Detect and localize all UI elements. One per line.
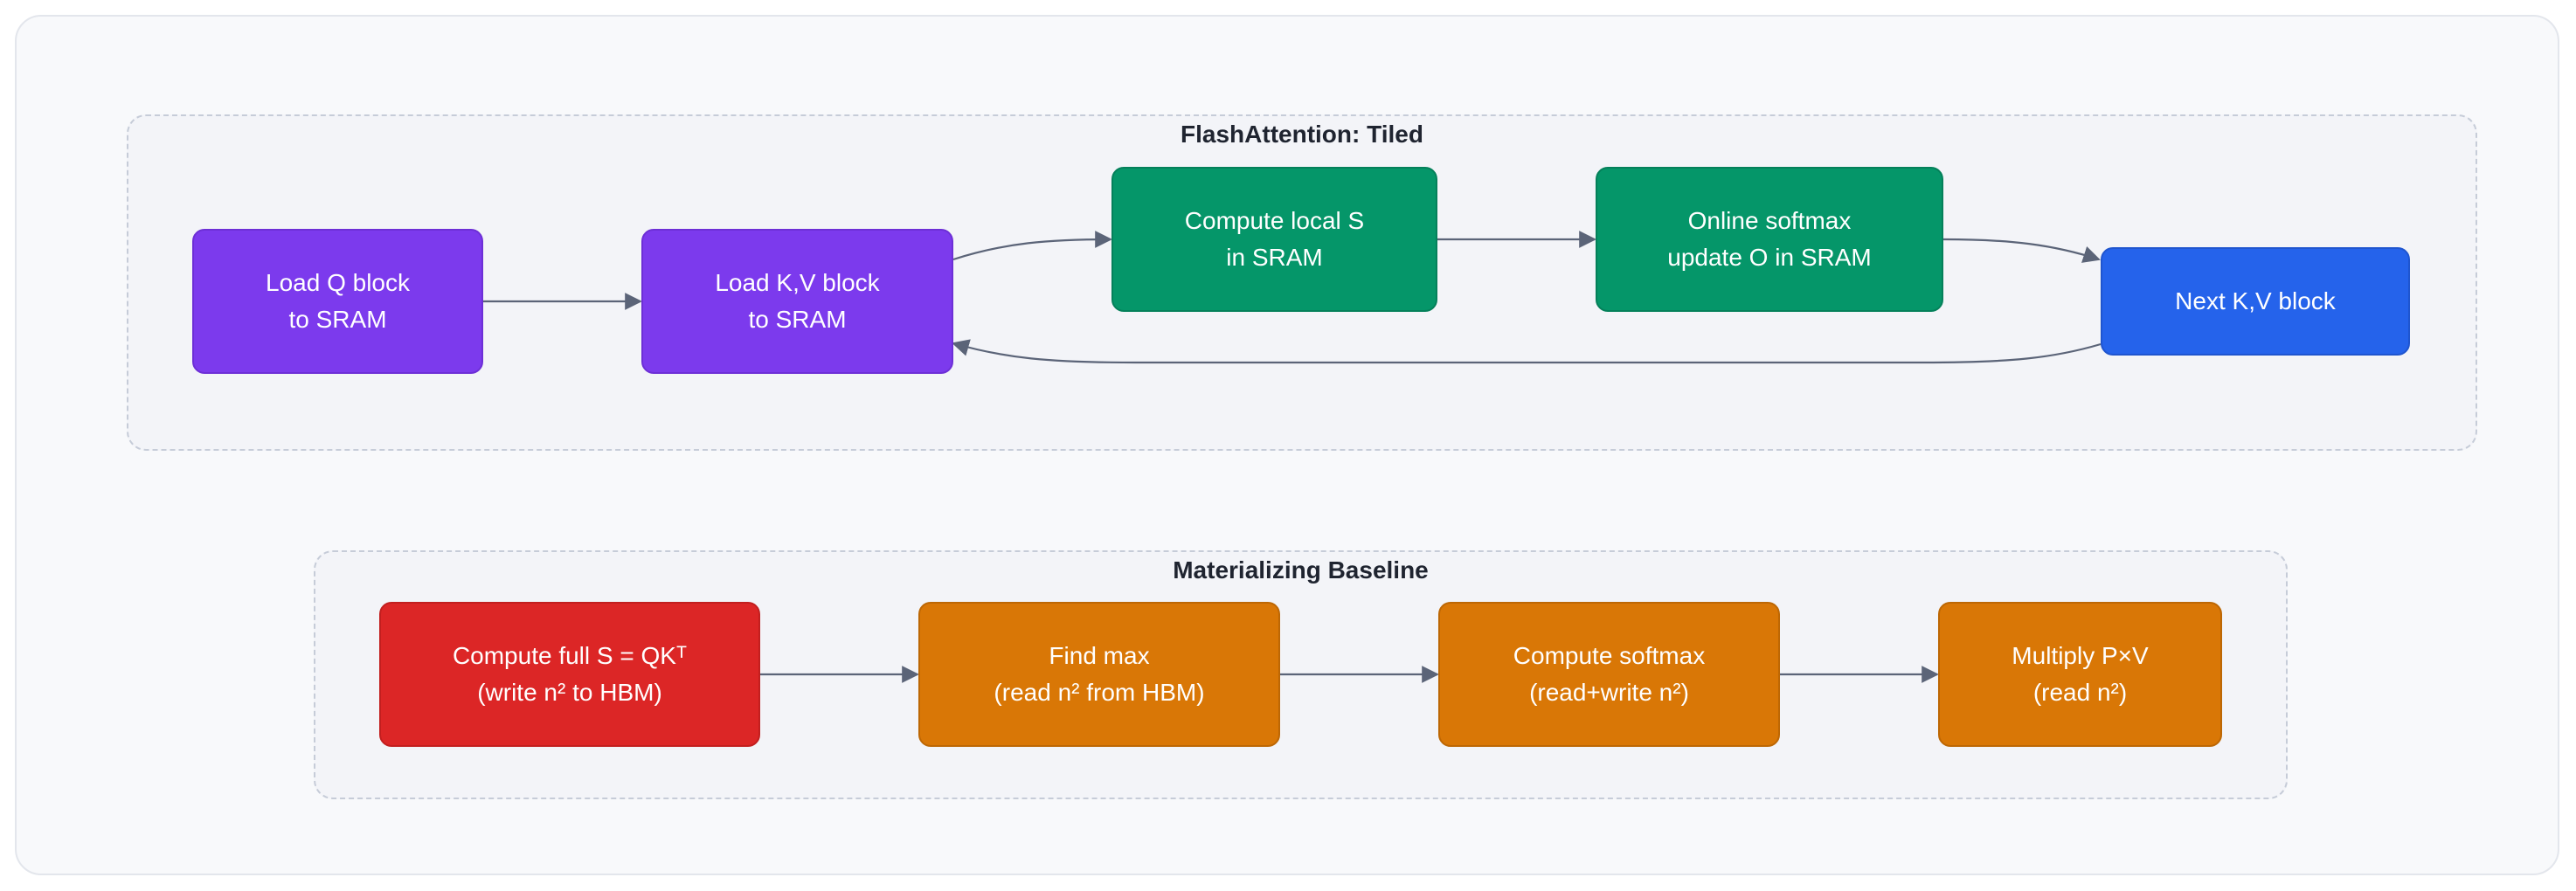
node-online-softmax-line1: Online softmax xyxy=(1687,207,1852,234)
node-load-q-line2: to SRAM xyxy=(288,306,387,333)
node-find-max-line2: (read n² from HBM) xyxy=(994,679,1205,706)
node-compute-softmax: Compute softmax (read+write n²) xyxy=(1438,602,1780,747)
node-load-kv-block: Load K,V block to SRAM xyxy=(641,229,953,374)
edge-next-kv-to-load-kv xyxy=(952,339,2102,364)
node-online-softmax-line2: update O in SRAM xyxy=(1667,244,1872,271)
node-multiply-line2: (read n²) xyxy=(2032,679,2128,706)
node-load-kv-line2: to SRAM xyxy=(748,306,847,333)
node-compute-s-line2: in SRAM xyxy=(1226,244,1323,271)
node-load-kv-line1: Load K,V block xyxy=(715,269,880,296)
edge-load-kv-to-compute-s xyxy=(952,231,1112,261)
node-compute-s-line1: Compute local S xyxy=(1184,207,1365,234)
node-compute-softmax-line2: (read+write n²) xyxy=(1529,679,1689,706)
node-multiply-pv: Multiply P×V (read n²) xyxy=(1938,602,2222,747)
node-next-kv-block: Next K,V block xyxy=(2101,247,2410,356)
node-load-q-line1: Load Q block xyxy=(266,269,410,296)
node-find-max-line1: Find max xyxy=(1049,642,1150,669)
node-compute-softmax-line1: Compute softmax xyxy=(1513,642,1706,669)
node-online-softmax: Online softmax update O in SRAM xyxy=(1596,167,1943,312)
cluster-title-tiled: FlashAttention: Tiled xyxy=(1181,121,1423,148)
edge-online-softmax-to-next-kv xyxy=(1942,238,2101,263)
node-compute-full-line2: (write n² to HBM) xyxy=(477,679,662,706)
node-compute-full-s: Compute full S = QKᵀ (write n² to HBM) xyxy=(379,602,760,747)
node-load-q-block: Load Q block to SRAM xyxy=(192,229,483,374)
node-find-max: Find max (read n² from HBM) xyxy=(918,602,1280,747)
cluster-title-baseline: Materializing Baseline xyxy=(1173,556,1429,584)
node-compute-full-line1: Compute full S = QKᵀ xyxy=(452,642,688,669)
node-compute-local-s: Compute local S in SRAM xyxy=(1111,167,1437,312)
node-next-kv-line1: Next K,V block xyxy=(2175,287,2336,314)
node-multiply-line1: Multiply P×V xyxy=(2012,642,2149,669)
